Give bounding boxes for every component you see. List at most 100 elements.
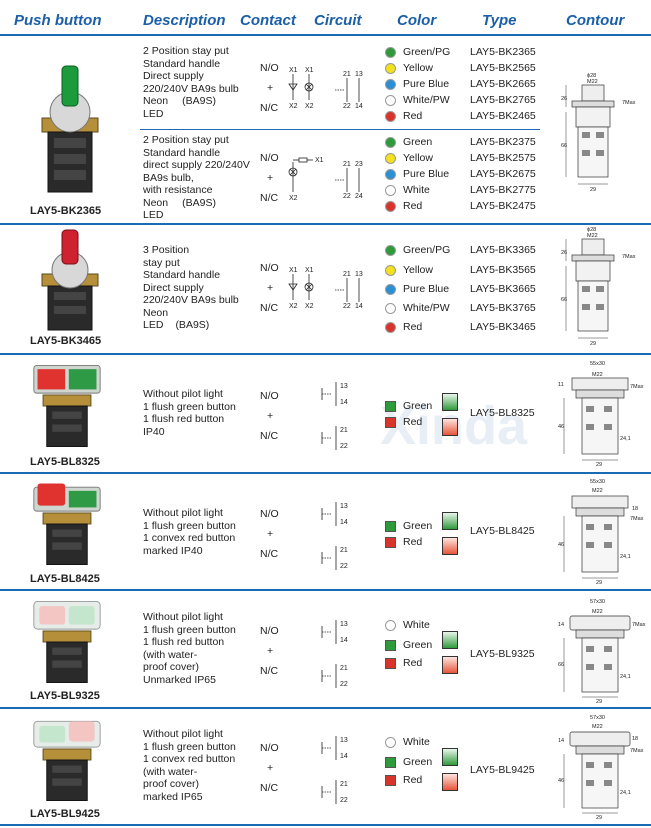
svg-text:13: 13 (340, 503, 348, 510)
description: 3 Position stay put Standard handle Dire… (143, 244, 239, 331)
svg-text:X2: X2 (289, 103, 298, 110)
row-separator (0, 223, 651, 225)
contour-drawing: 55x30 M22 11 7Max 46 24,1 29 (558, 361, 644, 468)
svg-text:66: 66 (558, 662, 564, 668)
svg-text:22: 22 (340, 443, 348, 450)
green-flush-button-icon (442, 512, 458, 530)
svg-text:22: 22 (340, 563, 348, 570)
svg-text:24: 24 (355, 193, 363, 200)
green-square-icon (385, 521, 396, 532)
red-square-icon (385, 775, 396, 786)
product-photo-selector-switch-green (41, 65, 99, 193)
svg-text:14: 14 (558, 738, 564, 744)
circuit-diagram: X1 X2 21 23 22 24 (288, 157, 363, 202)
svg-text:21: 21 (340, 665, 348, 672)
svg-text:14: 14 (340, 399, 348, 406)
green-dot-icon (385, 245, 396, 256)
svg-text:18: 18 (632, 506, 638, 512)
model-label: LAY5-BL9325 (30, 690, 100, 702)
red-square-icon (385, 417, 396, 428)
contour-drawing: ϕ28 M22 26 66 7Max 29 (561, 73, 636, 193)
svg-text:13: 13 (355, 271, 363, 278)
svg-text:22: 22 (340, 681, 348, 688)
svg-text:7Max: 7Max (630, 516, 644, 522)
svg-text:29: 29 (590, 341, 596, 347)
header-circuit: Circuit (314, 12, 362, 29)
svg-text:21: 21 (340, 427, 348, 434)
yellow-dot-icon (385, 153, 396, 164)
svg-text:66: 66 (561, 297, 567, 303)
svg-text:7Max: 7Max (630, 748, 644, 754)
svg-text:X1: X1 (305, 267, 314, 274)
green-dot-icon (385, 137, 396, 148)
circuit-diagram: 13 14 21 22 (321, 620, 348, 688)
header-contour: Contour (566, 12, 625, 29)
sub-row-separator (140, 129, 540, 130)
svg-text:29: 29 (590, 187, 596, 193)
svg-text:21: 21 (340, 781, 348, 788)
svg-text:29: 29 (596, 699, 602, 704)
svg-text:X1: X1 (289, 267, 298, 274)
svg-text:X1: X1 (315, 157, 324, 164)
product-photo-waterproof-double-button-convex (33, 720, 101, 801)
svg-text:57x30: 57x30 (590, 599, 605, 605)
description: Without pilot light 1 flush green button… (143, 507, 236, 557)
circuit-diagram: 13 14 21 22 (321, 736, 348, 804)
red-button-icon (442, 656, 458, 674)
contour-drawing: 55x30 M22 18 7Max 46 24,1 29 (558, 479, 644, 586)
description: 2 Position stay put Standard handle dire… (143, 134, 250, 221)
svg-text:46: 46 (558, 424, 564, 430)
svg-text:M22: M22 (592, 609, 603, 615)
svg-text:29: 29 (596, 462, 602, 468)
svg-text:M22: M22 (587, 233, 598, 239)
svg-text:14: 14 (340, 753, 348, 760)
red-dot-icon (385, 201, 396, 212)
svg-text:22: 22 (343, 103, 351, 110)
svg-text:24,1: 24,1 (620, 674, 631, 680)
description: Without pilot light 1 flush green button… (143, 611, 236, 686)
header-contact: Contact (240, 12, 296, 29)
table-header: Push button Description Contact Circuit … (0, 0, 651, 36)
svg-text:M22: M22 (587, 79, 598, 85)
product-photo-waterproof-double-button (33, 601, 101, 683)
svg-text:X2: X2 (305, 103, 314, 110)
svg-text:21: 21 (340, 547, 348, 554)
svg-text:29: 29 (596, 580, 602, 586)
yellow-dot-icon (385, 63, 396, 74)
product-photo-double-button-convex (33, 483, 101, 565)
svg-text:ϕ28: ϕ28 (587, 227, 596, 233)
svg-text:14: 14 (340, 519, 348, 526)
svg-text:26: 26 (561, 96, 567, 102)
svg-text:46: 46 (558, 778, 564, 784)
green-button-icon (442, 393, 458, 411)
svg-text:23: 23 (355, 161, 363, 168)
svg-text:M22: M22 (592, 372, 603, 378)
description: 2 Position stay put Standard handle Dire… (143, 45, 239, 120)
svg-text:14: 14 (355, 103, 363, 110)
model-label: LAY5-BK3465 (30, 335, 102, 347)
circuit-diagram: X1 X1 X2 X2 21 13 22 14 (288, 267, 363, 310)
yellow-dot-icon (385, 265, 396, 276)
white-dot-icon (385, 185, 396, 196)
svg-text:55x30: 55x30 (590, 361, 605, 367)
svg-text:22: 22 (340, 797, 348, 804)
red-dot-icon (385, 111, 396, 122)
model-label: LAY5-BL8325 (30, 456, 100, 468)
header-type: Type (482, 12, 517, 29)
circuit-diagram: 13 14 21 22 (321, 382, 348, 450)
svg-text:21: 21 (343, 71, 351, 78)
svg-text:18: 18 (632, 736, 638, 742)
contour-drawing: ϕ28 M22 26 66 7Max 29 (561, 227, 636, 347)
red-button-icon (442, 418, 458, 436)
svg-text:22: 22 (343, 303, 351, 310)
white-dot-icon (385, 95, 396, 106)
header-push-button: Push button (14, 12, 102, 29)
svg-text:24,1: 24,1 (620, 436, 631, 442)
white-dot-icon (385, 620, 396, 631)
svg-text:11: 11 (558, 382, 564, 388)
svg-text:13: 13 (355, 71, 363, 78)
svg-text:24,1: 24,1 (620, 554, 631, 560)
svg-text:X2: X2 (289, 195, 298, 202)
svg-text:7Max: 7Max (630, 384, 644, 390)
header-description: Description (143, 12, 226, 29)
